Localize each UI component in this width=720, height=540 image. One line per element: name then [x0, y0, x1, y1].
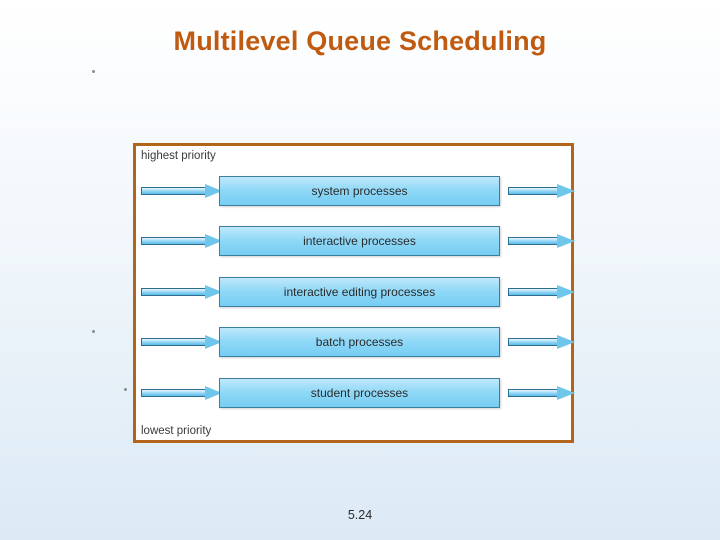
queue-output-arrow-icon: [508, 285, 576, 299]
queue-box[interactable]: interactive processes: [219, 226, 500, 256]
lowest-priority-label: lowest priority: [141, 425, 212, 437]
queue-box[interactable]: interactive editing processes: [219, 277, 500, 307]
queue-input-arrow-icon: [141, 386, 223, 400]
queue-input-arrow-icon: [141, 285, 223, 299]
queue-box[interactable]: system processes: [219, 176, 500, 206]
queue-output-arrow-icon: [508, 335, 576, 349]
queue-row: batch processes: [136, 327, 577, 357]
multilevel-queue-diagram: highest priority system processes intera…: [133, 143, 577, 443]
bullet-dot: [124, 388, 127, 391]
bullet-dot: [92, 70, 95, 73]
queue-input-arrow-icon: [141, 184, 223, 198]
queue-output-arrow-icon: [508, 234, 576, 248]
highest-priority-label: highest priority: [141, 150, 216, 162]
queue-input-arrow-icon: [141, 234, 223, 248]
queue-output-arrow-icon: [508, 386, 576, 400]
queue-box[interactable]: batch processes: [219, 327, 500, 357]
queue-row: system processes: [136, 176, 577, 206]
queue-row: interactive editing processes: [136, 277, 577, 307]
queue-input-arrow-icon: [141, 335, 223, 349]
queue-box[interactable]: student processes: [219, 378, 500, 408]
queue-row: student processes: [136, 378, 577, 408]
queue-output-arrow-icon: [508, 184, 576, 198]
slide-number: 5.24: [347, 508, 373, 522]
queue-row: interactive processes: [136, 226, 577, 256]
page-title: Multilevel Queue Scheduling: [173, 26, 547, 56]
bullet-dot: [92, 330, 95, 333]
